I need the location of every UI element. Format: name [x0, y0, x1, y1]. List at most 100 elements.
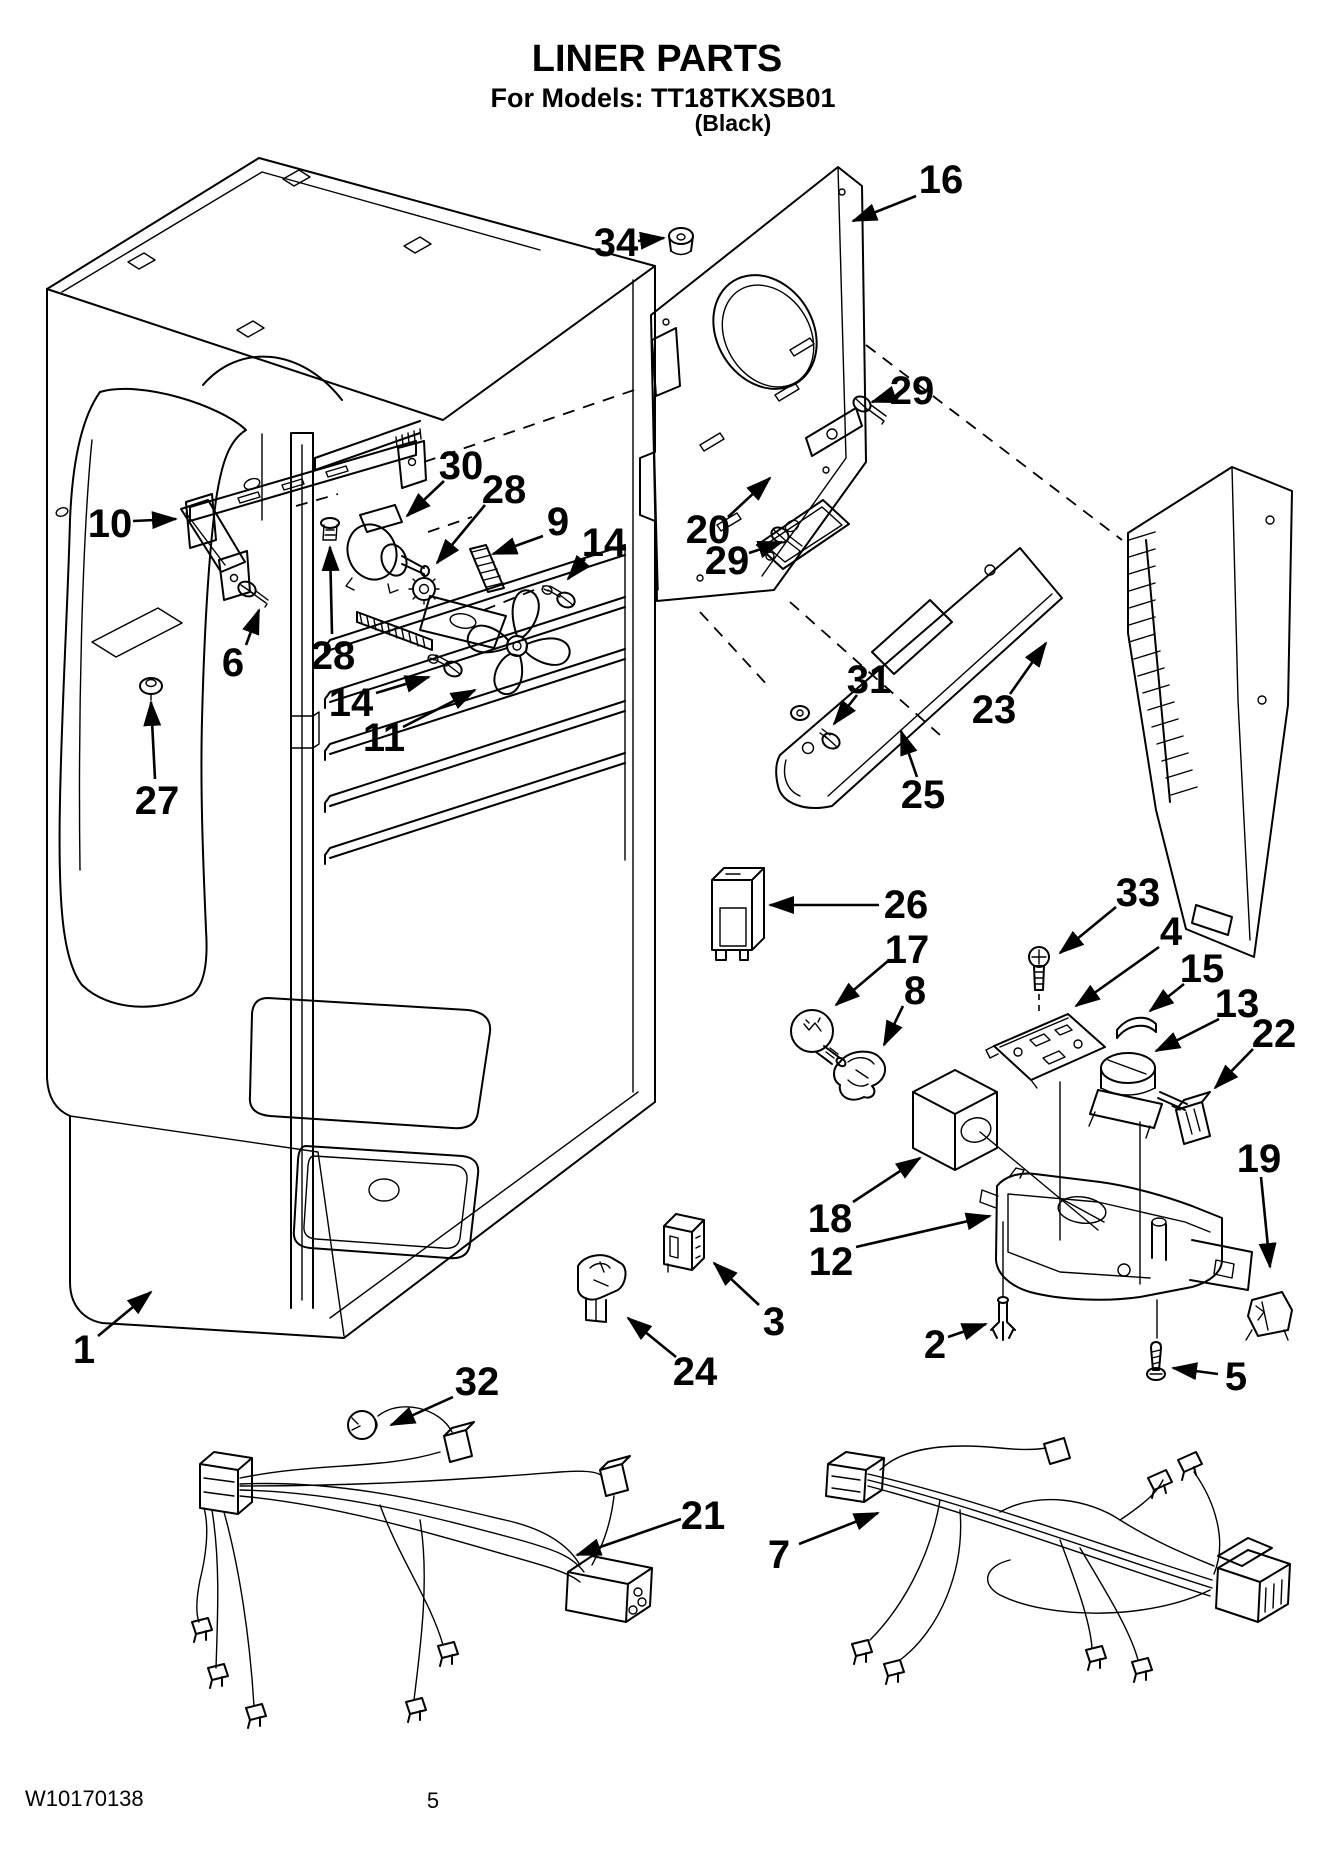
callout-arrow-18-27 — [852, 1156, 922, 1204]
document-number: W10170138 — [25, 1786, 144, 1811]
part-31-screw — [790, 705, 841, 750]
callout-arrow-33-21 — [1058, 905, 1117, 955]
callout-arrow-28-14 — [321, 545, 340, 635]
callout-arrow-15-23 — [1148, 982, 1185, 1013]
rear-panel-16 — [650, 166, 1123, 736]
callout-label-28-14: 28 — [311, 634, 356, 678]
wire-harness-7 — [825, 1437, 1291, 1685]
callout-arrow-12-28 — [855, 1212, 992, 1249]
callout-arrow-34-1 — [637, 231, 666, 250]
part-24-latch — [577, 1254, 627, 1323]
callout-arrow-25-6 — [899, 729, 919, 778]
callout-label-20-3: 20 — [686, 508, 731, 552]
callout-label-4-22: 4 — [1160, 910, 1183, 954]
callout-arrow-13-24 — [1154, 1017, 1220, 1053]
callout-label-29-2: 29 — [890, 369, 935, 413]
callout-arrow-10-8 — [132, 511, 178, 530]
callout-label-18-27: 18 — [808, 1197, 853, 1241]
callout-arrow-19-26 — [1258, 1176, 1277, 1269]
page-title: LINER PARTS — [532, 38, 783, 80]
callout-arrow-24-32 — [626, 1316, 677, 1359]
callout-label-19-26: 19 — [1237, 1137, 1282, 1181]
callout-label-15-23: 15 — [1180, 947, 1225, 991]
harness-terminals — [851, 1639, 1153, 1685]
part-30-evaporator-motor — [345, 504, 430, 594]
callout-label-32-34: 32 — [455, 1360, 500, 1404]
callout-arrow-3-31 — [712, 1261, 760, 1306]
callout-label-8-20: 8 — [904, 969, 926, 1013]
part-26-bracket — [711, 867, 765, 961]
part-18-light-lens — [912, 1069, 1099, 1231]
callout-label-33-21: 33 — [1116, 871, 1161, 915]
callout-label-16-0: 16 — [919, 158, 964, 202]
callout-label-10-8: 10 — [88, 502, 133, 546]
callout-label-2-29: 2 — [924, 1323, 946, 1367]
finish-line: (Black) — [695, 110, 772, 136]
part-4-control-board — [985, 1013, 1106, 1241]
callout-arrow-29-2 — [870, 385, 898, 404]
part-5-screw — [1146, 1299, 1166, 1381]
callout-arrow-4-22 — [1074, 945, 1160, 1008]
part-28-fan-nut — [408, 573, 440, 605]
part-12-console-housing — [979, 1167, 1253, 1301]
part-13-thermostat — [1088, 1052, 1188, 1285]
callout-arrow-7-36 — [798, 1511, 880, 1546]
callout-label-27-17: 27 — [135, 779, 180, 823]
callout-label-9-12: 9 — [547, 500, 569, 544]
part-11-fan-blade — [466, 589, 571, 696]
callout-label-13-24: 13 — [1215, 982, 1260, 1026]
callout-arrow-29-4 — [748, 540, 784, 559]
callout-label-14-15: 14 — [329, 681, 374, 725]
callout-arrow-27-17 — [143, 700, 162, 780]
callout-label-30-10: 30 — [439, 444, 484, 488]
callout-arrow-5-30 — [1171, 1362, 1219, 1381]
part-17-light-bulb — [790, 1009, 847, 1068]
part-9-fan-bracket — [419, 544, 507, 649]
callout-arrow-17-19 — [834, 960, 889, 1007]
callout-arrow-14-13 — [566, 554, 591, 581]
callout-label-26-18: 26 — [884, 883, 929, 927]
callout-label-5-30: 5 — [1225, 1355, 1247, 1399]
callout-label-22-25: 22 — [1252, 1012, 1297, 1056]
header: LINER PARTS For Models: TT18TKXSB01 (Bla… — [490, 38, 835, 136]
callout-arrow-8-20 — [882, 1005, 905, 1047]
control-parts-cluster — [577, 867, 1293, 1381]
part-34-bushing — [668, 227, 694, 256]
callout-arrow-20-3 — [727, 476, 772, 518]
part-14-screw — [541, 585, 576, 609]
fan-motor-cluster — [139, 387, 641, 701]
callout-label-6-9: 6 — [222, 641, 244, 685]
callout-arrow-22-25 — [1213, 1048, 1254, 1090]
callout-arrow-30-10 — [405, 480, 445, 518]
callout-label-23-7: 23 — [972, 688, 1017, 732]
harness-terminals — [191, 1617, 459, 1729]
part-32-sensor-disc — [347, 1410, 378, 1440]
callout-label-11-16: 11 — [363, 716, 405, 760]
wire-harness-21 — [191, 1406, 653, 1729]
callout-label-28-11: 28 — [482, 468, 527, 512]
callout-label-31-5: 31 — [847, 658, 892, 702]
part-33-screw — [1028, 946, 1050, 1014]
part-22-switch — [1171, 1091, 1211, 1145]
footer: W10170138 5 — [25, 1786, 439, 1813]
callout-arrow-21-35 — [575, 1517, 682, 1557]
part-2-push-pin — [990, 1221, 1016, 1341]
callout-label-3-31: 3 — [763, 1300, 785, 1344]
callout-label-29-4: 29 — [705, 539, 750, 583]
cabinet-liner-drawing — [46, 157, 656, 1339]
callout-label-1-33: 1 — [73, 1328, 95, 1372]
callout-arrow-32-34 — [389, 1395, 454, 1427]
callout-arrow-1-33 — [97, 1290, 153, 1338]
callout-label-25-6: 25 — [901, 773, 946, 817]
part-6-screw — [237, 580, 269, 608]
callout-arrow-11-16 — [402, 688, 477, 729]
page-number: 5 — [427, 1788, 439, 1813]
callout-arrow-9-12 — [491, 534, 544, 556]
top-rail-assembly — [180, 420, 427, 608]
part-14-screw — [427, 654, 463, 678]
callout-arrow-23-7 — [1008, 641, 1048, 695]
part-27-plug — [139, 677, 163, 701]
part-28-screw — [320, 517, 340, 541]
